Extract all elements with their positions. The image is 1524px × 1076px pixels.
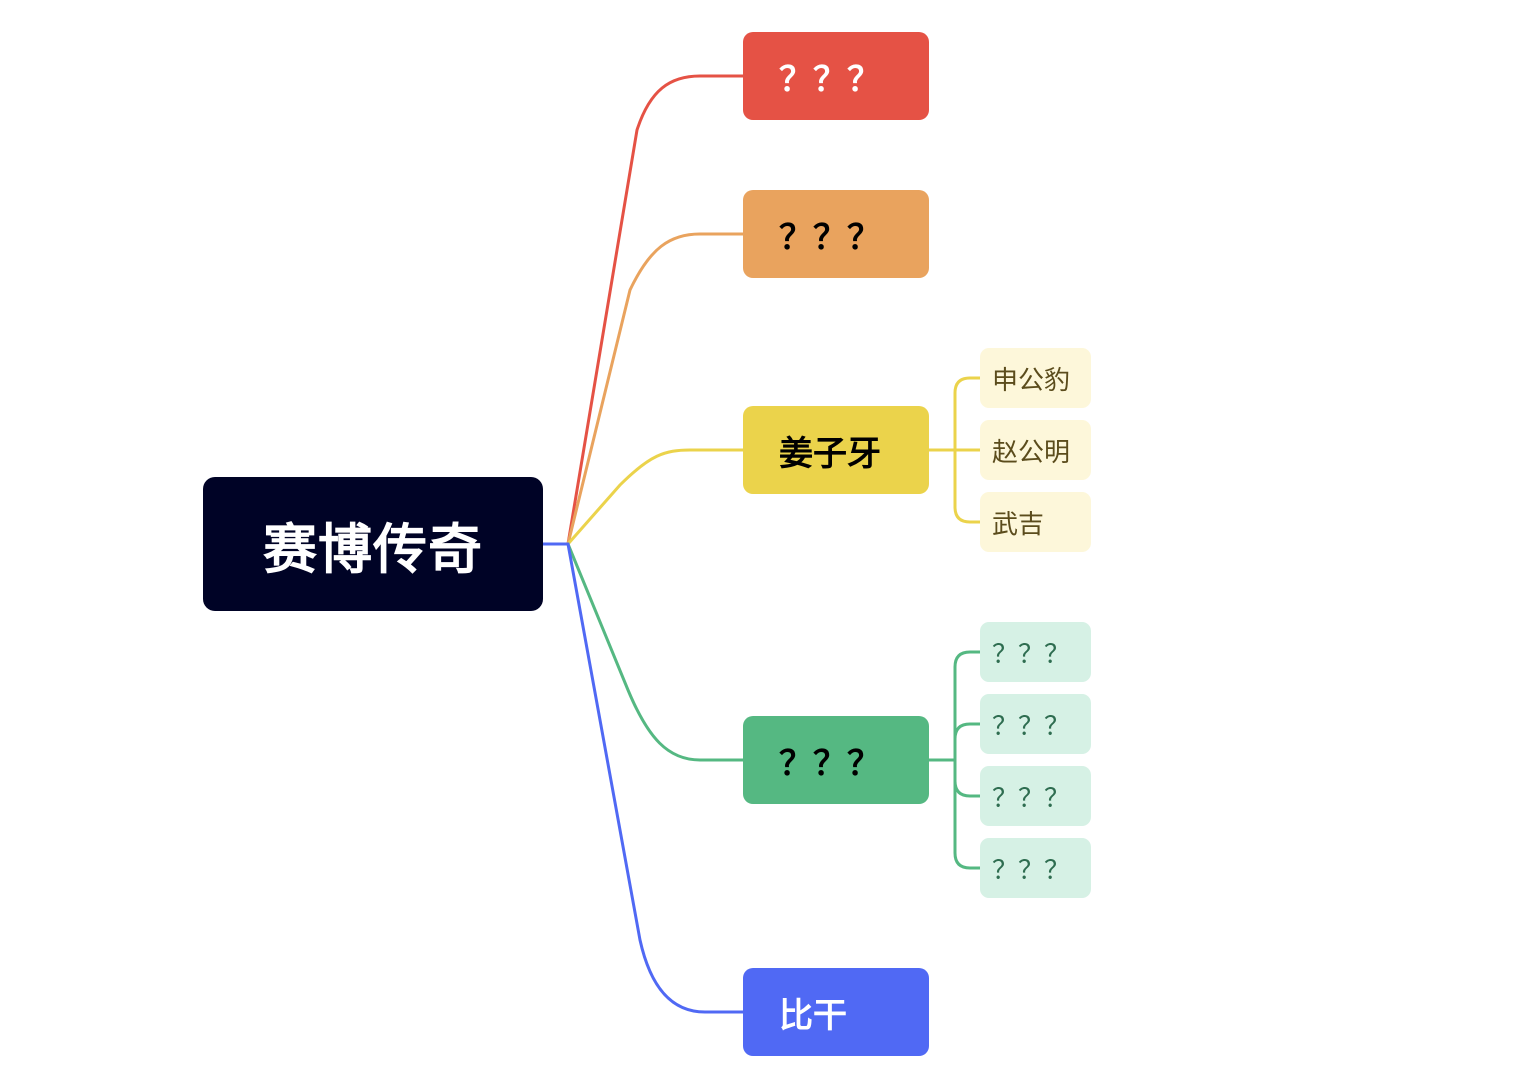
branch-topic-label: ？？？: [779, 59, 881, 100]
connector-root-to-branch-3: [566, 448, 743, 545]
subtopic-item[interactable]: 赵公明: [980, 420, 1091, 480]
connector-branch-4-to-children: [929, 650, 980, 870]
subtopic-item[interactable]: ？？？: [980, 694, 1091, 754]
root-topic[interactable]: 赛博传奇: [203, 477, 543, 611]
subtopic-label: ？？？: [992, 639, 1071, 670]
branch-topic-label: ？？？: [779, 217, 881, 258]
root-topic-label: 赛博传奇: [263, 517, 483, 581]
branch-topic-4[interactable]: ？？？: [743, 716, 929, 804]
subtopic-item[interactable]: 武吉: [980, 492, 1091, 552]
branch-topic-label: 姜子牙: [779, 433, 881, 474]
connector-root-to-branch-2: [566, 232, 743, 545]
branch-topic-label: ？？？: [779, 743, 881, 784]
subtopic-label: ？？？: [992, 783, 1071, 814]
connector-root-to-branch-4: [566, 543, 743, 762]
subtopic-label: 申公豹: [992, 365, 1071, 396]
connector-branch-3-to-children: [929, 376, 980, 524]
connector-root-to-branch-1: [543, 74, 743, 546]
subtopic-label: ？？？: [992, 855, 1071, 886]
branch-topic-1[interactable]: ？？？: [743, 32, 929, 120]
branch-topic-2[interactable]: ？？？: [743, 190, 929, 278]
connector-root-to-branch-5: [543, 542, 743, 1014]
subtopic-label: 赵公明: [992, 437, 1071, 468]
subtopic-item[interactable]: ？？？: [980, 838, 1091, 898]
subtopic-item[interactable]: 申公豹: [980, 348, 1091, 408]
subtopic-label: 武吉: [992, 509, 1045, 540]
subtopic-label: ？？？: [992, 711, 1071, 742]
subtopic-item[interactable]: ？？？: [980, 766, 1091, 826]
branch-topic-3[interactable]: 姜子牙: [743, 406, 929, 494]
subtopic-item[interactable]: ？？？: [980, 622, 1091, 682]
branch-topic-label: 比干: [779, 995, 847, 1036]
branch-topic-5[interactable]: 比干: [743, 968, 929, 1056]
